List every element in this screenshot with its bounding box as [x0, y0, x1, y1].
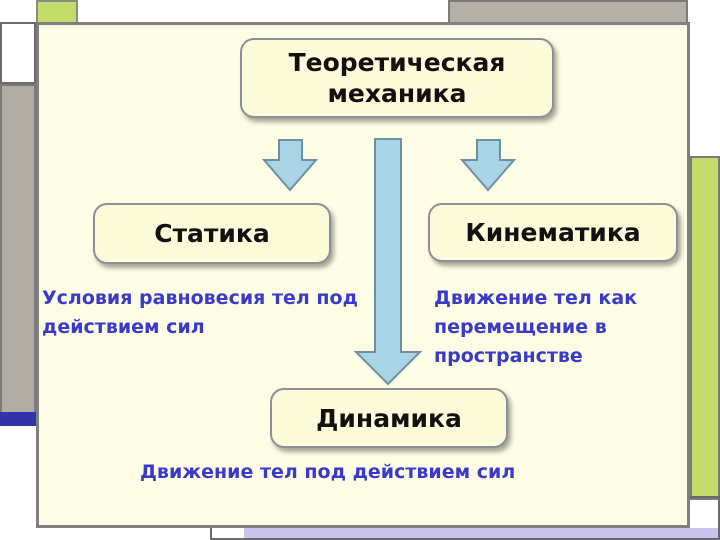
kinematics-description: Движение тел как перемещение в пространс…: [434, 287, 638, 367]
deco-green-block-right: [690, 156, 720, 500]
deco-blue-block-left: [0, 412, 36, 426]
arrow-to-dynamics: [353, 138, 423, 386]
node-dynamics: Динамика: [270, 388, 508, 448]
arrow-to-kinematics: [459, 139, 517, 192]
deco-gray-block-left: [0, 84, 36, 414]
node-kinematics-label: Кинематика: [465, 218, 641, 247]
deco-frame-topleft: [0, 22, 36, 84]
deco-lavender-block-bottom: [244, 528, 720, 540]
statics-description: Условия равновесия тел под действием сил: [42, 287, 358, 338]
node-statics: Статика: [93, 203, 331, 264]
deco-gray-block-topright: [448, 0, 688, 24]
node-statics-label: Статика: [154, 219, 270, 248]
node-theoretical-mechanics-label: Теоретическая механика: [288, 48, 506, 108]
node-kinematics: Кинематика: [428, 203, 678, 262]
dynamics-description: Движение тел под действием сил: [140, 461, 516, 483]
node-dynamics-label: Динамика: [316, 403, 462, 433]
arrow-to-statics: [261, 139, 319, 192]
node-theoretical-mechanics: Теоретическая механика: [240, 38, 554, 118]
